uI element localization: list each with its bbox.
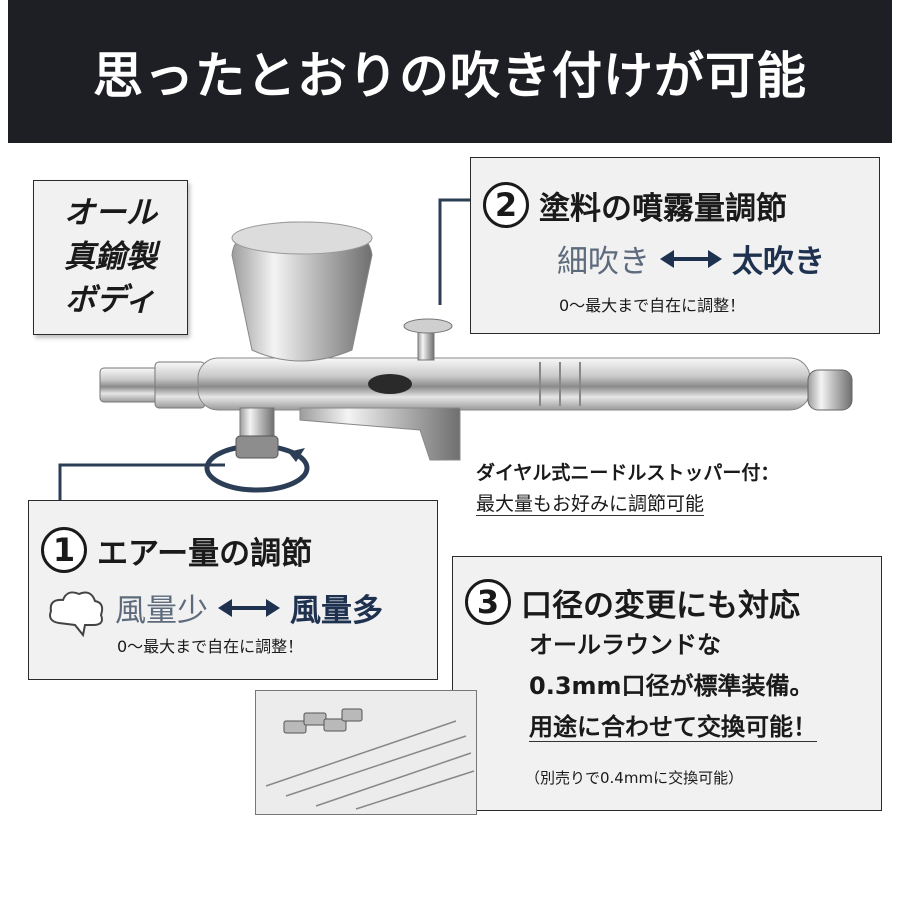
feature-nozzle-box: 3 口径の変更にも対応 オールラウンドな 0.3mm口径が標準装備。 用途に合わ… xyxy=(452,556,882,811)
feature-title: 塗料の噴霧量調節 xyxy=(539,190,787,227)
brass-badge-line: オール xyxy=(64,195,157,232)
spray-range: 細吹き 太吹き xyxy=(557,236,825,281)
feature-paint-flow-box: 2 塗料の噴霧量調節 細吹き 太吹き 0〜最大まで自在に調整！ xyxy=(470,157,880,334)
feature-title-row: 2 塗料の噴霧量調節 xyxy=(483,182,787,228)
double-arrow-icon xyxy=(218,598,280,617)
nozzle-description: オールラウンドな 0.3mm口径が標準装備。 用途に合わせて交換可能！ xyxy=(529,625,817,747)
range-high-label: 風量多 xyxy=(290,593,383,629)
range-low-label: 細吹き xyxy=(557,244,650,280)
needles-and-nozzles-illustration xyxy=(265,708,475,810)
desc-line-1: オールラウンドな xyxy=(529,631,721,659)
desc-line-2: 0.3mm口径が標準装備。 xyxy=(529,671,814,700)
feature-number-badge: 3 xyxy=(465,579,511,625)
brass-badge-line: ボディ xyxy=(65,282,156,319)
brass-body-badge: オール 真鍮製 ボディ xyxy=(33,180,188,335)
feature-air-flow-box: 1 エアー量の調節 風量少 風量多 0〜最大まで自在に調整！ xyxy=(28,500,438,680)
sold-separately-note: （別売りで0.4mmに交換可能） xyxy=(525,769,744,787)
cloud-icon xyxy=(49,591,104,638)
nozzle-parts-photo xyxy=(255,690,477,815)
feature-title-row: 1 エアー量の調節 xyxy=(41,527,312,573)
stopper-line-2: 最大量もお好みに調節可能 xyxy=(476,493,705,517)
air-range: 風量少 風量多 xyxy=(115,585,383,630)
feature-title: 口径の変更にも対応 xyxy=(521,587,800,624)
brass-badge-line: 真鍮製 xyxy=(64,238,157,275)
adjust-note: 0〜最大まで自在に調整！ xyxy=(559,296,746,315)
header-banner: 思ったとおりの吹き付けが可能 xyxy=(8,0,892,143)
page-title: 思ったとおりの吹き付けが可能 xyxy=(93,46,807,105)
double-arrow-icon xyxy=(660,249,722,268)
desc-line-3: 用途に合わせて交換可能！ xyxy=(529,712,817,742)
adjust-note: 0〜最大まで自在に調整！ xyxy=(117,637,304,656)
feature-number-badge: 2 xyxy=(483,182,529,228)
stopper-line-1: ダイヤル式ニードルストッパー付： xyxy=(476,462,780,484)
feature-number-badge: 1 xyxy=(41,527,87,573)
feature-title: エアー量の調節 xyxy=(97,535,313,572)
feature-title-row: 3 口径の変更にも対応 xyxy=(465,579,800,625)
needle-stopper-note: ダイヤル式ニードルストッパー付： 最大量もお好みに調節可能 xyxy=(476,458,779,521)
range-high-label: 太吹き xyxy=(732,244,825,280)
range-low-label: 風量少 xyxy=(115,593,208,629)
